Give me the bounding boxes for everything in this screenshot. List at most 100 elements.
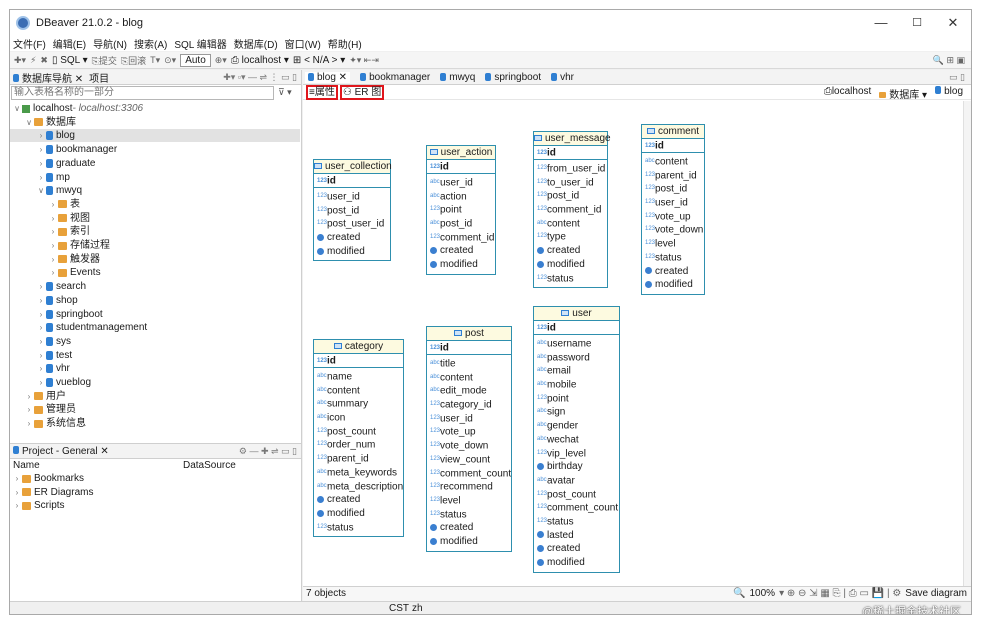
- expand-arrow-icon[interactable]: ›: [27, 405, 31, 415]
- tree-db-studentmanagement[interactable]: ›studentmanagement: [36, 321, 148, 334]
- rollback-button[interactable]: ⎘回滚: [120, 55, 147, 66]
- menu-help[interactable]: 帮助(H): [327, 39, 362, 51]
- menu-edit[interactable]: 编辑(E): [52, 39, 87, 51]
- menu-search[interactable]: 搜索(A): [134, 39, 168, 51]
- project-item-0[interactable]: ›Bookmarks: [12, 472, 84, 485]
- tree-mwyq-child-3[interactable]: ›存储过程: [48, 239, 110, 252]
- menu-window[interactable]: 窗口(W): [284, 39, 321, 51]
- expand-arrow-icon[interactable]: ∨: [26, 117, 32, 127]
- expand-arrow-icon[interactable]: ›: [39, 295, 43, 305]
- tree-db-bookmanager[interactable]: ›bookmanager: [36, 143, 118, 156]
- expand-arrow-icon[interactable]: ›: [51, 241, 55, 250]
- tree-host-localhost[interactable]: ∨localhost - localhost:3306: [12, 102, 143, 115]
- tree-databases-folder[interactable]: ∨数据库: [24, 116, 76, 129]
- filter-options-icon[interactable]: ⊽ ▾: [278, 87, 292, 97]
- zoom-select[interactable]: 100%: [749, 588, 776, 599]
- maximize-button[interactable]: ☐: [912, 17, 922, 29]
- menu-sql-editor[interactable]: SQL 编辑器: [174, 39, 227, 51]
- tree-mwyq-child-1[interactable]: ›视图: [48, 212, 90, 225]
- expand-arrow-icon[interactable]: ›: [27, 391, 31, 401]
- tree-db-vueblog[interactable]: ›vueblog: [36, 376, 91, 389]
- expand-arrow-icon[interactable]: ›: [27, 419, 31, 429]
- tree-db-search[interactable]: ›search: [36, 280, 86, 293]
- tools-icon[interactable]: ✦▾ ⇤⇥: [349, 54, 379, 65]
- tab-project-general[interactable]: Project - General ✕: [13, 445, 109, 457]
- expand-arrow-icon[interactable]: ›: [39, 158, 43, 168]
- auto-commit-select[interactable]: Auto: [180, 53, 211, 67]
- expand-arrow-icon[interactable]: ›: [39, 336, 43, 346]
- subtab-properties[interactable]: ≡属性: [306, 84, 338, 100]
- expand-arrow-icon[interactable]: ›: [51, 199, 55, 209]
- expand-arrow-icon[interactable]: ›: [39, 350, 43, 360]
- tree-mwyq-child-2[interactable]: ›索引: [48, 225, 90, 238]
- expand-arrow-icon[interactable]: ›: [39, 131, 43, 141]
- tree-folder-0[interactable]: ›用户: [24, 390, 66, 403]
- tree-db-springboot[interactable]: ›springboot: [36, 308, 103, 321]
- expand-arrow-icon[interactable]: ∨: [38, 186, 44, 196]
- save-diagram-button[interactable]: Save diagram: [905, 588, 967, 599]
- expand-arrow-icon[interactable]: ›: [15, 474, 19, 483]
- tree-mwyq-child-5[interactable]: ›Events: [48, 266, 101, 279]
- close-button[interactable]: ✕: [947, 14, 959, 30]
- expand-arrow-icon[interactable]: ›: [39, 309, 43, 319]
- navigator-toolbar-icons[interactable]: ✚▾ ▫▾ — ⇌ ⋮ ▭ ▯: [223, 71, 297, 82]
- expand-arrow-icon[interactable]: ›: [39, 323, 43, 333]
- menu-navigate[interactable]: 导航(N): [93, 39, 128, 51]
- project-toolbar-icons[interactable]: ⚙ — ✚ ⇌ ▭ ▯: [238, 445, 297, 456]
- tab-database-navigator[interactable]: 数据库导航 ✕: [13, 70, 83, 85]
- transaction-mode-icon[interactable]: T▾: [150, 54, 161, 65]
- history-icon[interactable]: ⊕▾: [214, 54, 227, 65]
- tree-db-mwyq[interactable]: ∨mwyq: [36, 184, 82, 197]
- tree-db-shop[interactable]: ›shop: [36, 294, 78, 307]
- active-connection-select[interactable]: ⎙ localhost ▾: [230, 54, 289, 66]
- table-filter-input[interactable]: 输入表格名称的一部分: [11, 86, 274, 100]
- menu-database[interactable]: 数据库(D): [233, 39, 278, 51]
- expand-arrow-icon[interactable]: ›: [39, 282, 43, 292]
- expand-arrow-icon[interactable]: ›: [39, 378, 43, 387]
- subtab-er-diagram[interactable]: ⚇ ER 图: [339, 84, 385, 100]
- tree-db-mp[interactable]: ›mp: [36, 171, 70, 184]
- sql-editor-button[interactable]: ▯ SQL ▾: [51, 54, 88, 66]
- connect-icon[interactable]: ⚡: [30, 54, 37, 65]
- tab-projects[interactable]: 项目: [89, 70, 109, 85]
- breadcrumb-host[interactable]: ⎙localhost: [823, 86, 872, 97]
- expand-arrow-icon[interactable]: ›: [51, 213, 55, 223]
- diagram-vertical-scrollbar[interactable]: [963, 101, 971, 586]
- expand-arrow-icon[interactable]: ›: [15, 487, 19, 497]
- tree-db-graduate[interactable]: ›graduate: [36, 157, 96, 170]
- tree-db-sys[interactable]: ›sys: [36, 335, 71, 348]
- breadcrumb-databases[interactable]: 数据库 ▾: [879, 86, 927, 101]
- expand-arrow-icon[interactable]: ›: [15, 501, 19, 511]
- tab-vhr[interactable]: vhr: [551, 72, 574, 83]
- expand-arrow-icon[interactable]: ›: [51, 268, 55, 278]
- expand-arrow-icon[interactable]: ›: [51, 254, 55, 264]
- menu-file[interactable]: 文件(F): [13, 39, 46, 51]
- expand-arrow-icon[interactable]: ›: [51, 227, 55, 237]
- tab-bookmanager[interactable]: bookmanager: [360, 72, 430, 83]
- minimize-button[interactable]: —: [874, 15, 888, 30]
- tree-db-test[interactable]: ›test: [36, 349, 72, 362]
- tree-folder-2[interactable]: ›系统信息: [24, 417, 86, 430]
- tab-springboot[interactable]: springboot: [485, 72, 541, 83]
- project-item-1[interactable]: ›ER Diagrams: [12, 486, 94, 499]
- tree-db-vhr[interactable]: ›vhr: [36, 362, 70, 375]
- new-connection-icon[interactable]: ✚▾: [14, 54, 27, 65]
- tree-mwyq-child-0[interactable]: ›表: [48, 198, 80, 211]
- tree-db-blog[interactable]: ›blog: [36, 129, 75, 142]
- breadcrumb-schema[interactable]: blog: [935, 86, 963, 101]
- disconnect-icon[interactable]: ✖: [40, 54, 48, 65]
- tab-blog[interactable]: blog ✕: [305, 71, 351, 83]
- expand-arrow-icon[interactable]: ∨: [14, 104, 20, 113]
- project-item-2[interactable]: ›Scripts: [12, 499, 65, 512]
- expand-arrow-icon[interactable]: ›: [39, 172, 43, 182]
- tab-mwyq[interactable]: mwyq: [440, 72, 475, 83]
- diagram-tools-icons[interactable]: ▾ ⊕ ⊖ ⇲ ▦ ⎘ | ⎙ ▭ 💾 | ⚙: [779, 588, 902, 599]
- commit-button[interactable]: ⎘提交: [91, 55, 117, 66]
- lock-icon[interactable]: ⊙▾: [164, 54, 177, 65]
